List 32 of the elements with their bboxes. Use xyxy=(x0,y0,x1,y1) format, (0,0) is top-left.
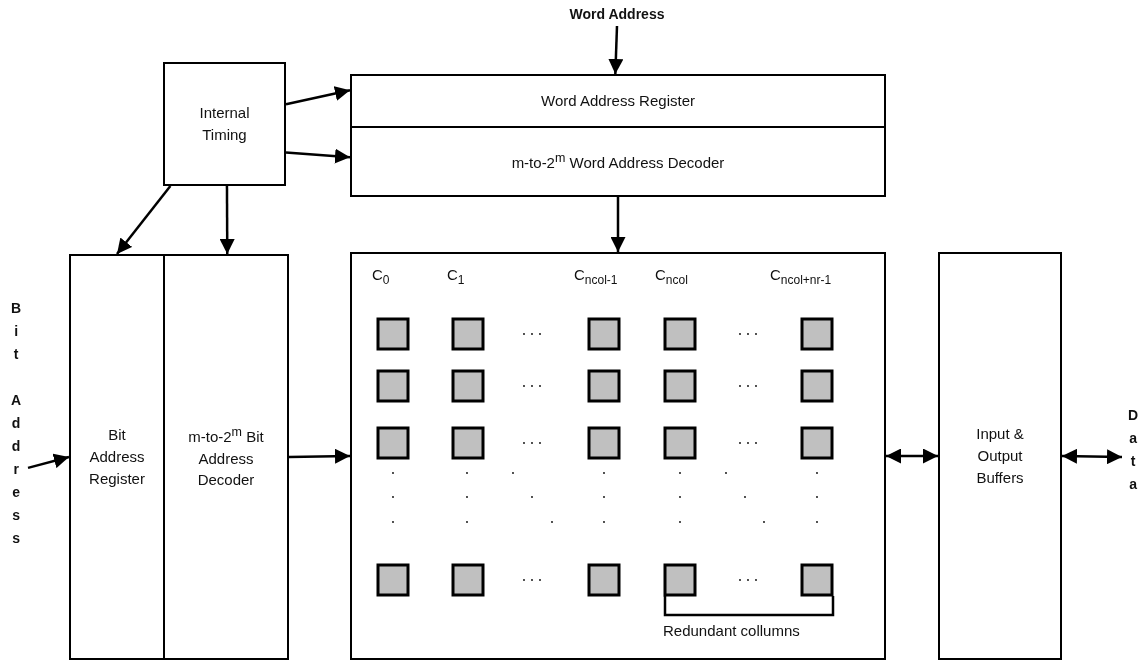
arrow xyxy=(610,197,626,252)
memory-array-box xyxy=(350,252,886,660)
arrow xyxy=(285,86,351,106)
arrow xyxy=(27,453,70,470)
column-label: C$_{0}$ xyxy=(372,266,390,287)
block-label: Input & Output Buffers xyxy=(975,424,1025,488)
arrow xyxy=(219,186,235,254)
arrow xyxy=(116,185,172,255)
column-label: C$_{ncol+nr-1}$ xyxy=(770,266,832,287)
block-label: Bit Address Register xyxy=(88,425,146,489)
arrow xyxy=(288,448,351,464)
signal-label: Word Address xyxy=(569,4,665,24)
block-box xyxy=(350,74,886,128)
bracket-label: Redundant collumns xyxy=(663,622,800,639)
block-box xyxy=(163,62,286,186)
column-label: C$_{ncol-1}$ xyxy=(574,266,618,287)
arrow xyxy=(1061,448,1123,465)
signal-label: Data xyxy=(1124,407,1143,499)
arrow xyxy=(608,25,624,75)
signal-label: Bit Address xyxy=(7,300,26,553)
column-label: C$_{1}$ xyxy=(447,266,465,287)
block-label: m-to-2$^{m}$ Bit Address Decoder xyxy=(188,423,264,491)
block-label: m-to-2$^{m}$ Word Address Decoder xyxy=(511,150,725,174)
block-label: Word Address Register xyxy=(541,91,695,112)
column-label: C$_{ncol}$ xyxy=(655,266,688,287)
block-box xyxy=(69,254,165,660)
arrow xyxy=(285,148,351,164)
block-box xyxy=(163,254,289,660)
block-box xyxy=(350,126,886,197)
block-label: Internal Timing xyxy=(198,103,251,145)
arrow xyxy=(886,448,938,464)
block-box xyxy=(938,252,1062,660)
